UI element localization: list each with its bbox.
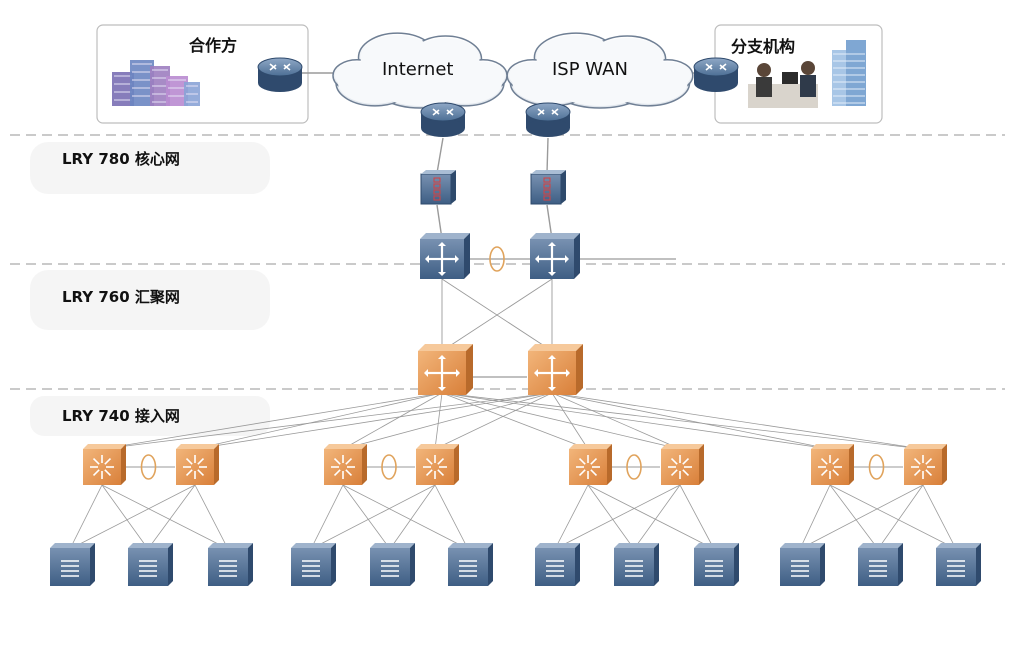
nodes-layer: [50, 32, 981, 586]
internet-cloud-icon: [332, 32, 508, 109]
link-access-edge: [829, 484, 957, 550]
link-access-edge: [633, 484, 681, 550]
link-core2-access: [194, 392, 553, 450]
link-access-edge: [147, 484, 196, 550]
edge-switch-icon: [614, 543, 659, 586]
link-core2-access: [551, 392, 924, 450]
edge-switch-icon: [370, 543, 415, 586]
aggregation-layer-band: [30, 270, 270, 330]
link-access-edge: [101, 484, 229, 550]
access-layer-band: [30, 396, 270, 436]
link-router-firewall-1: [436, 137, 444, 174]
link-access-edge: [829, 484, 879, 550]
link-core1-access: [194, 392, 443, 450]
edge-switch-icon: [535, 543, 580, 586]
link-core1-access: [441, 392, 831, 450]
link-core1-access: [441, 392, 681, 450]
access-pair-switch-icon: [83, 444, 126, 485]
partner-router-icon: [257, 57, 303, 92]
access-pair-switch-icon: [904, 444, 947, 485]
link-access-edge: [194, 484, 229, 550]
link-core2-access: [551, 392, 681, 450]
branch-site-label: 分支机构: [731, 37, 796, 56]
link-core2-access: [434, 392, 553, 450]
internet-cloud-label: Internet: [382, 59, 454, 80]
access-pair-switch-icon: [176, 444, 219, 485]
edge-switch-icon: [291, 543, 336, 586]
edge-switch-icon: [448, 543, 493, 586]
isp-router-icon: [525, 102, 571, 137]
link-access-edge: [69, 484, 196, 550]
link-access-edge: [587, 484, 715, 550]
link-access-edge: [389, 484, 436, 550]
link-agg-core-cross-2: [441, 278, 553, 352]
link-core1-access: [441, 392, 924, 450]
link-access-edge: [799, 484, 831, 550]
link-core2-access: [551, 392, 831, 450]
edge-switch-icon: [694, 543, 739, 586]
link-core2-access: [551, 392, 589, 450]
link-access-edge: [342, 484, 391, 550]
lag-ring-access: [140, 454, 157, 480]
link-core2-access: [342, 392, 553, 450]
link-access-edge: [922, 484, 957, 550]
partner-site-label: 合作方: [189, 36, 238, 55]
access-pair-switch-icon: [324, 444, 367, 485]
access-pair-switch-icon: [811, 444, 854, 485]
link-core1-access: [101, 392, 443, 450]
link-router-firewall-2: [546, 137, 549, 174]
aggregation-switch-icon: [420, 233, 470, 279]
link-core1-access: [441, 392, 589, 450]
firewall-icon: [530, 170, 566, 205]
core-switch-icon: [418, 344, 473, 395]
lag-ring-access: [381, 454, 397, 480]
link-core1-access: [434, 392, 443, 450]
edge-switch-icon: [936, 543, 981, 586]
aggregation-layer-label: LRY 760 汇聚网: [62, 288, 180, 306]
link-access-edge: [679, 484, 715, 550]
internet-router-icon: [420, 102, 466, 137]
link-core1-access: [342, 392, 443, 450]
aggregation-switch-icon: [530, 233, 580, 279]
link-access-edge: [554, 484, 589, 550]
firewall-icon: [420, 170, 456, 205]
edge-switch-icon: [208, 543, 253, 586]
edge-switch-icon: [50, 543, 95, 586]
buildings-icon: [832, 40, 866, 106]
lag-ring-access: [868, 454, 885, 480]
branch-router-icon: [693, 57, 739, 92]
core-switch-icon: [528, 344, 583, 395]
link-access-edge: [310, 484, 436, 550]
core-layer-label: LRY 780 核心网: [62, 150, 180, 168]
isp-wan-cloud-icon: [506, 32, 694, 109]
access-pair-switch-icon: [569, 444, 612, 485]
lag-ring-access: [626, 454, 642, 480]
lag-ring-aggregation: [489, 246, 505, 272]
link-access-edge: [310, 484, 344, 550]
link-access-edge: [554, 484, 681, 550]
edge-switch-icon: [858, 543, 903, 586]
core-layer-band: [30, 142, 270, 194]
link-access-edge: [587, 484, 635, 550]
link-access-edge: [69, 484, 103, 550]
access-layer-label: LRY 740 接入网: [62, 407, 180, 425]
access-pair-switch-icon: [661, 444, 704, 485]
link-access-edge: [877, 484, 924, 550]
edge-switch-icon: [780, 543, 825, 586]
link-access-edge: [799, 484, 924, 550]
link-access-edge: [342, 484, 469, 550]
isp-wan-cloud-label: ISP WAN: [552, 59, 628, 80]
edge-switch-icon: [128, 543, 173, 586]
office-people-icon: [748, 61, 818, 108]
link-access-edge: [101, 484, 149, 550]
access-pair-switch-icon: [416, 444, 459, 485]
link-core2-access: [101, 392, 553, 450]
buildings-icon: [112, 60, 200, 106]
link-access-edge: [434, 484, 469, 550]
